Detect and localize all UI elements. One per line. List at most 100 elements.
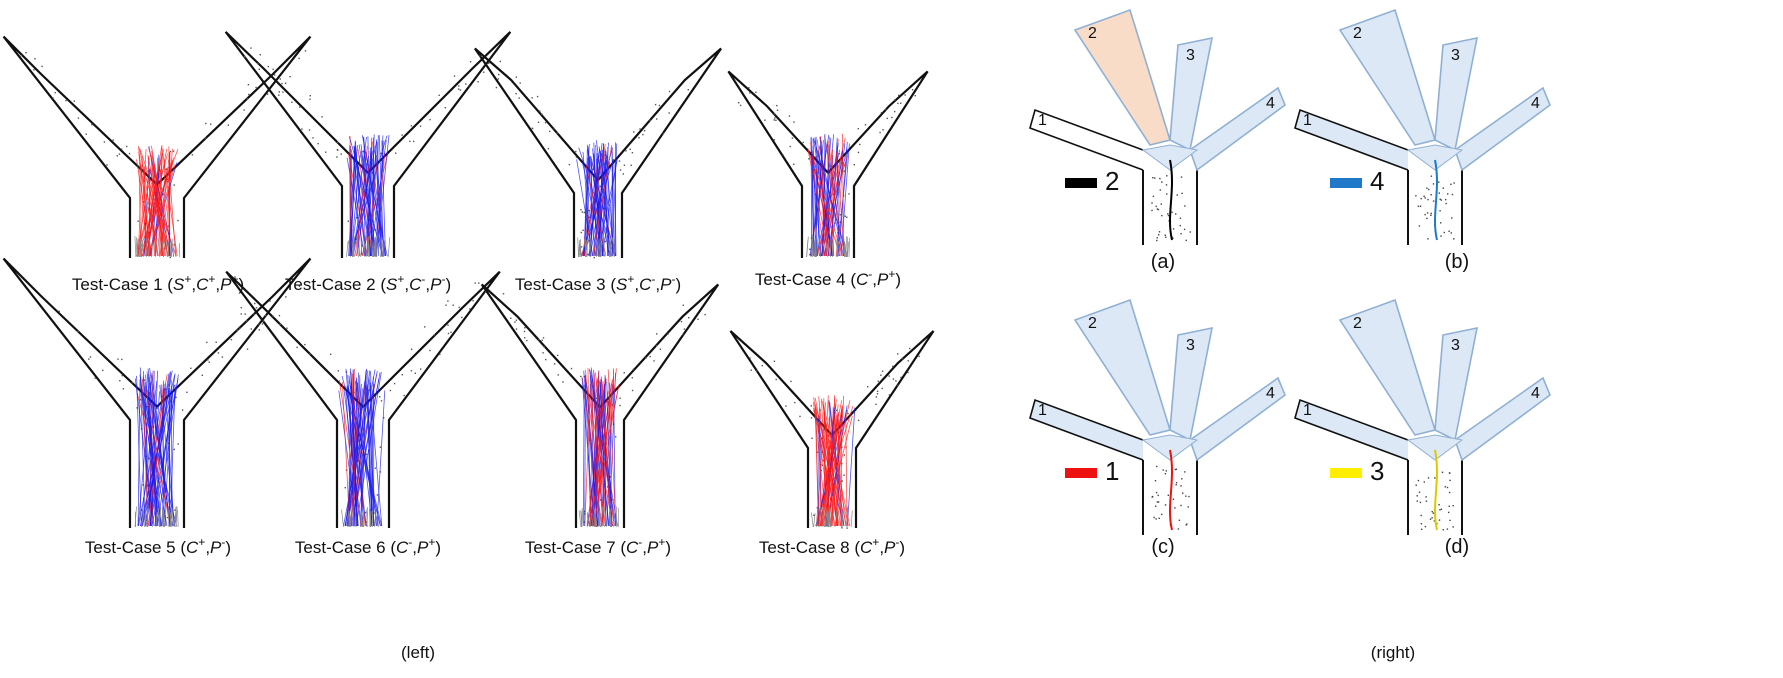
obstacle-dot bbox=[1155, 505, 1157, 507]
start-cluster-line bbox=[348, 513, 350, 528]
obstacle-dot bbox=[1446, 486, 1449, 489]
obstacle-dot bbox=[642, 133, 644, 136]
obstacle-dot bbox=[410, 348, 413, 350]
obstacle-dot bbox=[289, 76, 291, 78]
obstacle-dot bbox=[103, 141, 106, 143]
test-case-title: Test-Case 3 ( bbox=[515, 275, 616, 294]
start-cluster-line bbox=[819, 237, 821, 258]
start-cluster-line bbox=[375, 236, 377, 258]
obstacle-dot bbox=[1446, 528, 1449, 530]
start-cluster-line bbox=[373, 237, 376, 258]
obstacle-dot bbox=[366, 453, 368, 455]
obstacle-dot bbox=[1426, 187, 1428, 189]
start-cluster-line bbox=[830, 513, 832, 528]
obstacle-dot bbox=[542, 352, 544, 354]
obstacle-dot bbox=[794, 401, 796, 404]
obstacle-dot bbox=[264, 314, 267, 317]
test-case-caption: Test-Case 7 (C-,P+) bbox=[525, 535, 671, 557]
param-sign: + bbox=[428, 535, 435, 549]
start-cluster-line bbox=[813, 239, 816, 258]
branch-number: 2 bbox=[1088, 315, 1097, 332]
obstacle-dot bbox=[1431, 510, 1433, 513]
obstacle-dot bbox=[41, 65, 43, 68]
obstacle-dot bbox=[524, 327, 526, 329]
obstacle-dot bbox=[539, 110, 541, 112]
trajectory-line bbox=[370, 139, 387, 257]
obstacle-dot bbox=[847, 412, 849, 415]
obstacle-dot bbox=[1417, 205, 1420, 207]
obstacle-dot bbox=[1449, 479, 1451, 482]
branch-number: 4 bbox=[1266, 385, 1275, 402]
panel-tag: (b) bbox=[1445, 251, 1469, 273]
start-cluster-line bbox=[827, 511, 830, 528]
obstacle-dot bbox=[347, 220, 349, 222]
start-cluster-line bbox=[585, 240, 588, 258]
trajectory-line bbox=[821, 134, 835, 257]
trajectory-line bbox=[598, 146, 616, 257]
obstacle-dot bbox=[401, 374, 403, 376]
start-cluster-line bbox=[813, 513, 816, 528]
obstacle-dot bbox=[240, 306, 242, 309]
start-cluster-line bbox=[841, 506, 844, 528]
obstacle-dot bbox=[65, 99, 67, 102]
obstacle-dot bbox=[580, 246, 583, 248]
obstacle-dot bbox=[1423, 195, 1425, 197]
obstacle-dot bbox=[1445, 198, 1447, 201]
param-sign: - bbox=[651, 272, 655, 286]
param-sep: ) bbox=[675, 275, 681, 294]
branch-number: 1 bbox=[1303, 112, 1312, 129]
obstacle-dot bbox=[1430, 214, 1432, 216]
obstacle-dot bbox=[279, 78, 281, 80]
obstacle-dot bbox=[258, 323, 260, 325]
obstacle-dot bbox=[309, 95, 311, 97]
junction-zone bbox=[1406, 434, 1464, 461]
trajectory-line bbox=[594, 376, 614, 527]
obstacle-dot bbox=[904, 94, 906, 96]
obstacle-dot bbox=[304, 50, 307, 52]
obstacle-dot bbox=[608, 204, 611, 206]
obstacle-dot bbox=[1189, 231, 1191, 233]
obstacle-dot bbox=[680, 320, 683, 323]
obstacle-dot bbox=[1448, 511, 1450, 514]
obstacle-dot bbox=[688, 317, 690, 319]
obstacle-dot bbox=[799, 415, 801, 418]
obstacle-dot bbox=[1167, 214, 1170, 217]
obstacle-dot bbox=[1178, 519, 1181, 521]
trajectory-line bbox=[354, 141, 374, 257]
start-cluster-line bbox=[579, 243, 582, 258]
obstacle-dot bbox=[227, 124, 229, 126]
param-sign: - bbox=[638, 535, 642, 549]
obstacle-dot bbox=[248, 93, 250, 96]
branch-2 bbox=[1338, 298, 1437, 436]
obstacle-dot bbox=[160, 187, 162, 189]
obstacle-dot bbox=[764, 119, 766, 121]
trajectory-line bbox=[607, 369, 617, 527]
obstacle-dot bbox=[465, 83, 467, 85]
obstacle-dot bbox=[1185, 524, 1187, 526]
obstacle-dot bbox=[1416, 495, 1418, 497]
obstacle-dot bbox=[1453, 238, 1455, 240]
obstacle-dot bbox=[867, 386, 869, 388]
trajectory-line bbox=[367, 384, 373, 527]
obstacle-dot bbox=[901, 357, 903, 360]
obstacle-dot bbox=[410, 370, 413, 372]
obstacle-dot bbox=[403, 394, 405, 397]
obstacle-dot bbox=[1444, 486, 1446, 488]
obstacle-dot bbox=[859, 143, 861, 146]
obstacle-dot bbox=[808, 158, 810, 160]
trajectory-line bbox=[814, 140, 848, 257]
param-sign: - bbox=[671, 272, 675, 286]
param-letter: P bbox=[660, 275, 672, 294]
start-cluster-line bbox=[604, 513, 607, 528]
obstacle-dot bbox=[1164, 473, 1167, 475]
trajectory-line bbox=[847, 407, 856, 527]
param-sep: , bbox=[215, 275, 220, 294]
obstacle-dot bbox=[284, 82, 287, 84]
obstacle-dot bbox=[1440, 235, 1442, 237]
branch-3 bbox=[1169, 326, 1214, 442]
param-letter: C bbox=[409, 275, 422, 294]
obstacle-dot bbox=[429, 349, 431, 352]
obstacle-dot bbox=[857, 128, 859, 130]
obstacle-dot bbox=[911, 89, 914, 91]
obstacle-dot bbox=[515, 328, 518, 330]
